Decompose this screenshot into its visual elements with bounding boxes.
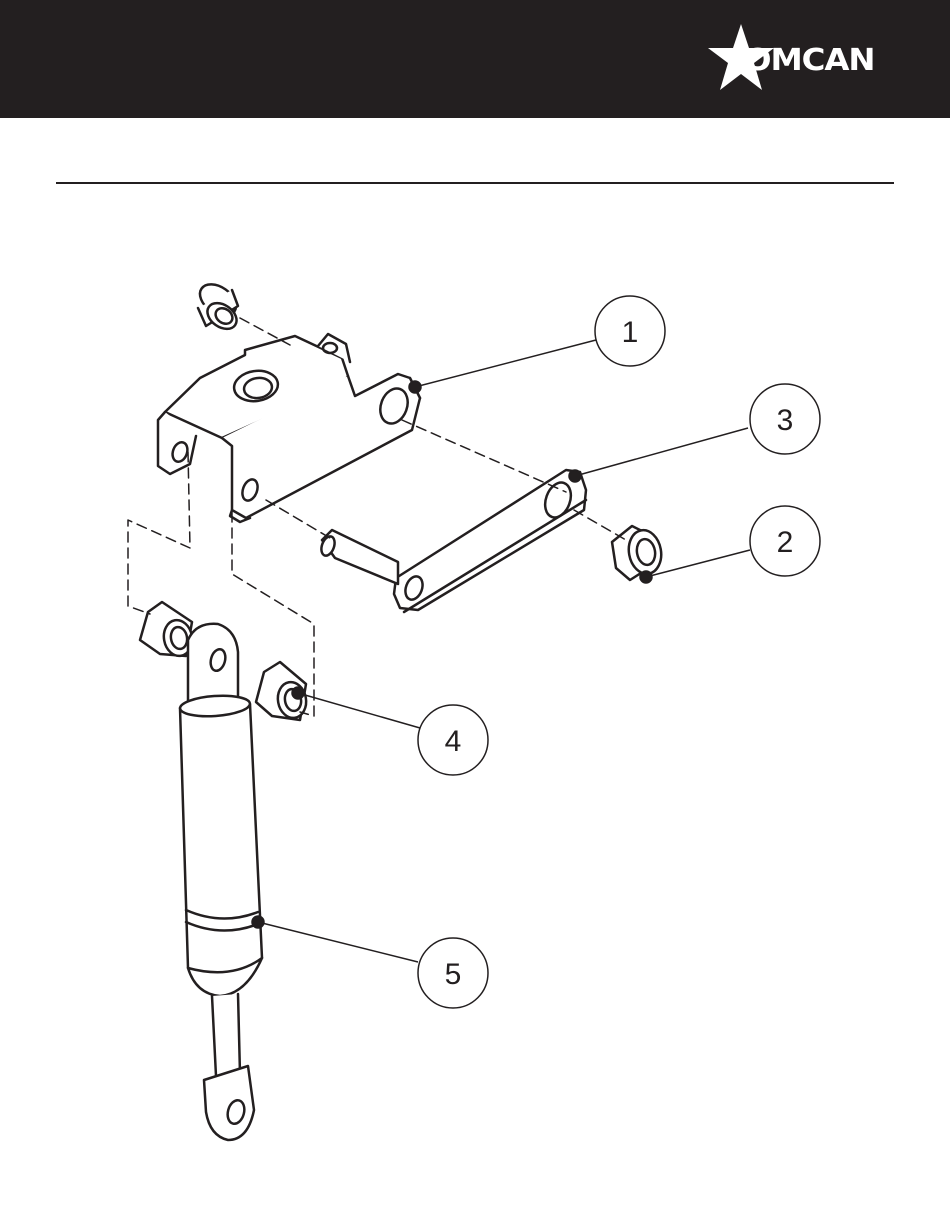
- callout-2-label: 2: [777, 526, 794, 559]
- bushing-right: [612, 526, 665, 580]
- link-arm-part: [319, 470, 586, 612]
- callout-3-label: 3: [777, 404, 794, 437]
- callout-1: 1: [595, 296, 665, 366]
- callout-4: 4: [418, 705, 488, 775]
- callout-1-label: 1: [622, 316, 639, 349]
- callout-2: 2: [750, 506, 820, 576]
- callout-3: 3: [750, 384, 820, 454]
- callout-4-label: 4: [445, 725, 462, 758]
- spacer-left: [140, 602, 195, 658]
- callout-5: 5: [418, 938, 488, 1008]
- bracket-part: [158, 334, 420, 522]
- gas-spring-part: [179, 624, 262, 1140]
- bushing-upper-left: [194, 278, 242, 334]
- callout-5-label: 5: [445, 958, 462, 991]
